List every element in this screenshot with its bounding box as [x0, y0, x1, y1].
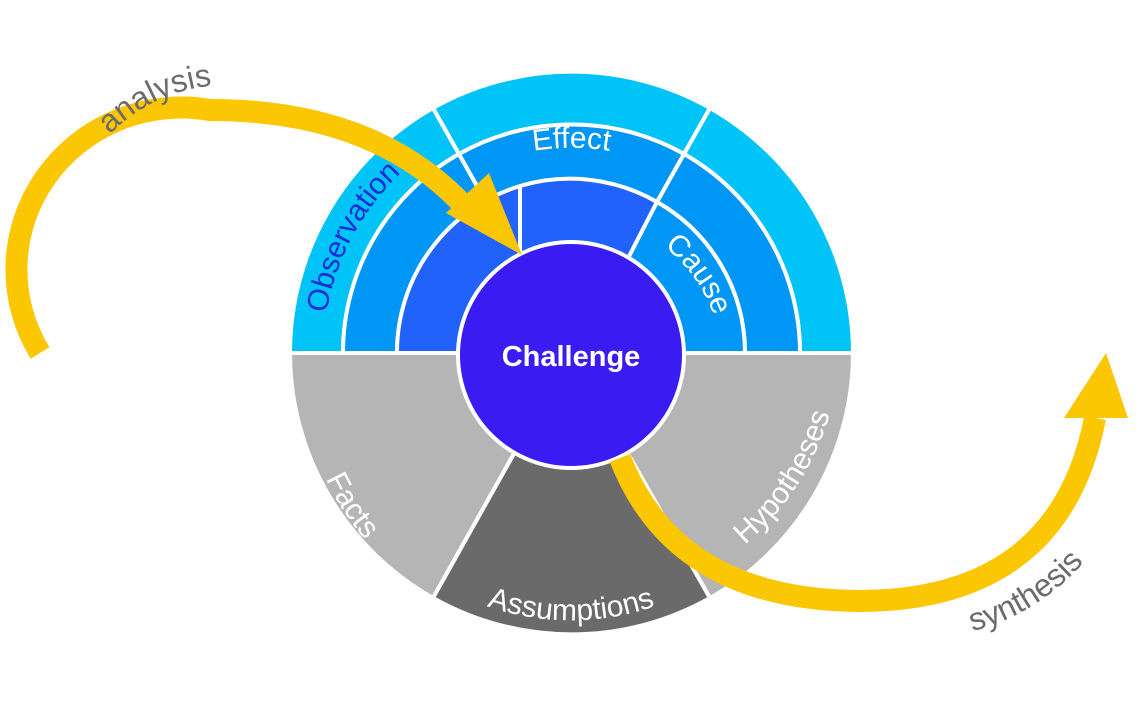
synthesis-arrow: [609, 353, 1128, 613]
synthesis-arrow-head: [1064, 353, 1128, 418]
effect-label: Effect: [530, 122, 614, 158]
analysis-arrow: [5, 96, 522, 359]
analysis-arrow-head: [446, 173, 522, 255]
analysis-arrow-shaft: [5, 96, 477, 359]
challenge-circle: [456, 240, 686, 470]
synthesis-arrow-shaft: [609, 415, 1106, 613]
effect-label-wrap: Effect: [530, 122, 614, 158]
challenge-label: Challenge: [502, 341, 641, 373]
